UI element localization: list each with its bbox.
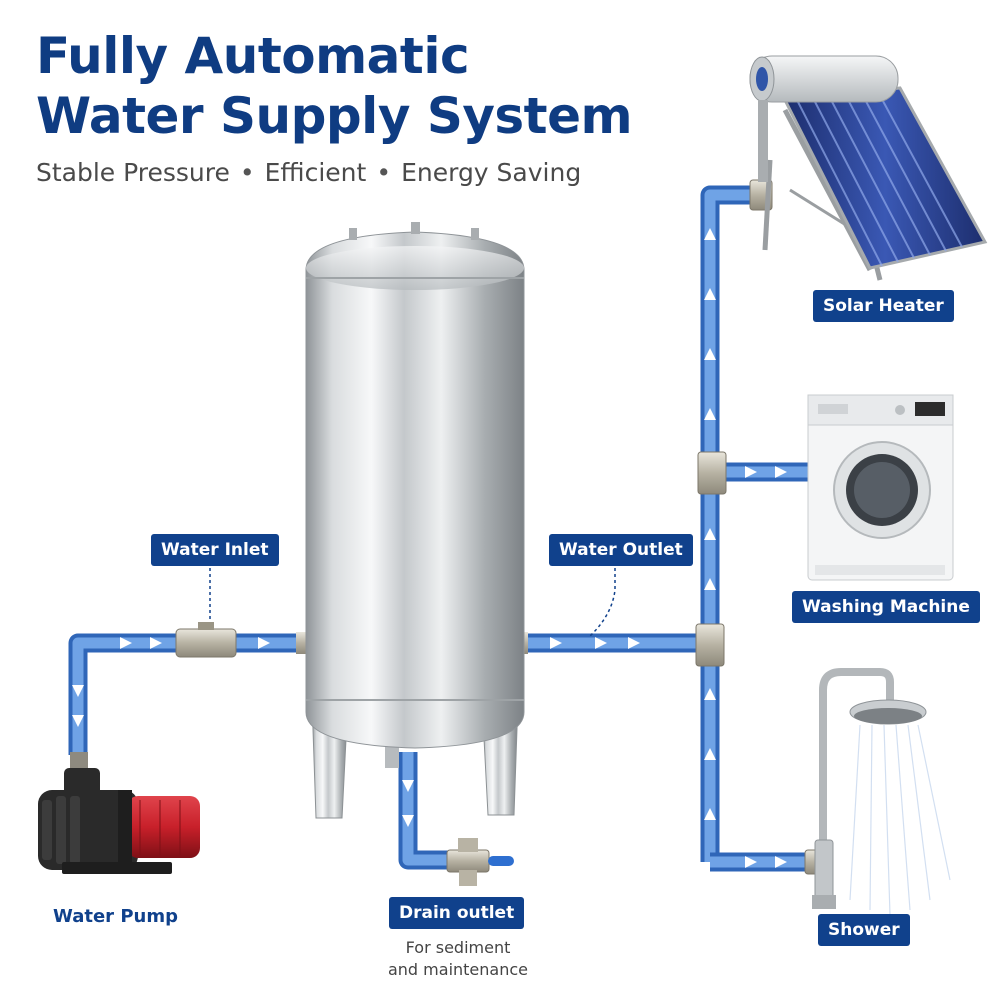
inlet-pipe xyxy=(68,633,305,755)
washing-machine xyxy=(807,394,954,581)
leader-lines xyxy=(209,568,616,637)
title-line-2: Water Supply System xyxy=(36,87,633,145)
subtitle-item: Efficient xyxy=(264,158,367,187)
bullet-separator: • xyxy=(239,158,255,187)
subtitle-item: Stable Pressure xyxy=(36,158,230,187)
solar-heater-label: Solar Heater xyxy=(813,290,954,322)
subtitle-item: Energy Saving xyxy=(401,158,582,187)
solar-heater xyxy=(749,55,988,281)
main-riser-pipe xyxy=(700,185,765,862)
flow-arrows xyxy=(72,228,787,868)
drain-outlet-label: Drain outlet xyxy=(389,897,525,929)
outlet-tee-fitting xyxy=(695,623,725,667)
pressure-tank xyxy=(305,222,525,819)
inlet-ball-valve xyxy=(175,628,237,658)
bullet-separator: • xyxy=(376,158,392,187)
washing-machine-label: Washing Machine xyxy=(792,591,980,623)
water-pump-label: Water Pump xyxy=(53,906,178,927)
drain-note: For sediment and maintenance xyxy=(358,937,558,981)
page-title: Fully Automatic Water Supply System xyxy=(36,26,633,146)
subtitle: Stable Pressure • Efficient • Energy Saving xyxy=(36,158,581,187)
water-outlet-label: Water Outlet xyxy=(549,534,693,566)
title-line-1: Fully Automatic xyxy=(36,27,470,85)
drain-note-line-2: and maintenance xyxy=(387,960,528,979)
drain-valve xyxy=(446,838,514,886)
washer-tee-fitting xyxy=(697,451,727,495)
drain-note-line-1: For sediment xyxy=(405,938,511,957)
water-inlet-label: Water Inlet xyxy=(151,534,279,566)
drain-pipe xyxy=(398,752,450,870)
shower-label: Shower xyxy=(818,914,910,946)
water-pump xyxy=(38,752,200,874)
shower xyxy=(812,668,951,916)
